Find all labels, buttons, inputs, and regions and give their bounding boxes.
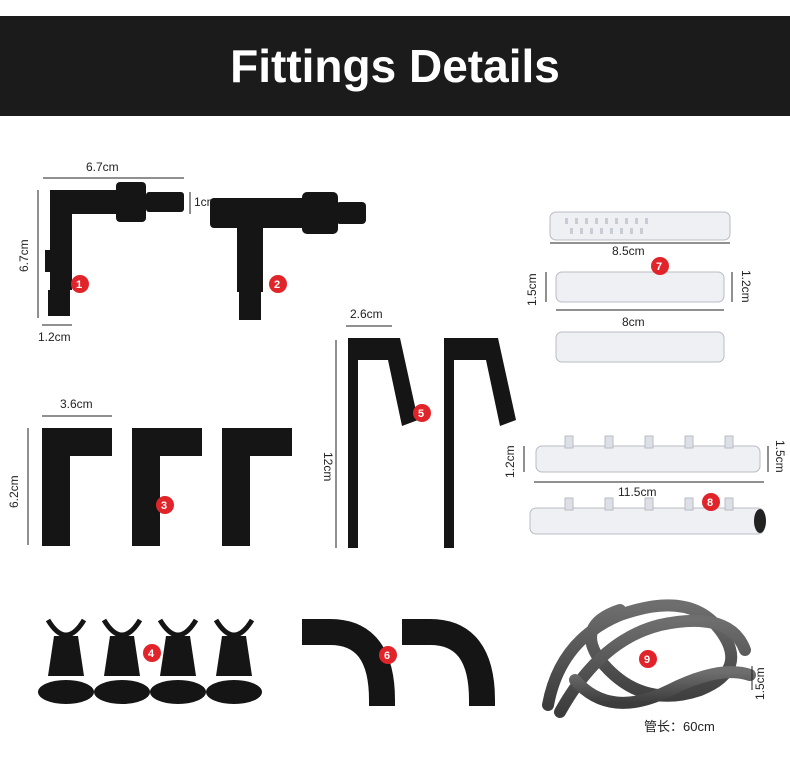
dim-label: 6.2cm (7, 475, 21, 508)
dim-label: 2.6cm (350, 307, 383, 321)
part-5-hangers (348, 338, 516, 548)
hose-length-label: 管长：60cm (644, 719, 715, 734)
svg-text:2: 2 (274, 279, 280, 291)
dim-label: 8cm (622, 315, 645, 329)
badge-5: 5 (413, 404, 431, 422)
page-title: Fittings Details (230, 40, 560, 92)
svg-text:5: 5 (418, 408, 424, 420)
dim-label: 1.2cm (503, 445, 517, 478)
badge-8: 8 (702, 493, 720, 511)
part-6-bent-pipes (302, 619, 495, 706)
dim-label: 1.2cm (739, 270, 753, 303)
part-4-suction-clips (38, 618, 262, 704)
svg-text:8: 8 (707, 497, 713, 509)
dim-label: 6.7cm (17, 239, 31, 272)
dim-label: 1.5cm (525, 273, 539, 306)
dim-label: 1.5cm (753, 667, 767, 700)
part-3-elbows (42, 428, 292, 546)
dim-label: 6.7cm (86, 160, 119, 174)
svg-text:3: 3 (161, 500, 167, 512)
svg-text:9: 9 (644, 654, 650, 666)
badge-6: 6 (379, 646, 397, 664)
part-7-tubes (549, 211, 731, 363)
header-banner: Fittings Details (0, 16, 790, 116)
part-2-t-fitting (210, 192, 366, 320)
dim-label: 8.5cm (612, 244, 645, 258)
dim-label: 11.5cm (618, 485, 656, 499)
badge-7: 7 (651, 257, 669, 275)
dim-label: 1.5cm (773, 440, 787, 473)
svg-text:6: 6 (384, 650, 390, 662)
badge-9: 9 (639, 650, 657, 668)
badge-1: 1 (71, 275, 89, 293)
part-8-spray-bars (529, 435, 766, 535)
dim-label: 3.6cm (60, 397, 93, 411)
svg-text:4: 4 (148, 648, 155, 660)
badge-2: 2 (269, 275, 287, 293)
dim-label: 12cm (321, 452, 335, 481)
svg-text:1: 1 (76, 279, 82, 291)
badge-3: 3 (156, 496, 174, 514)
badge-4: 4 (143, 644, 161, 662)
part-1-elbow (45, 182, 184, 316)
part-9-hose (542, 599, 756, 718)
dim-label: 1.2cm (38, 330, 71, 344)
svg-text:7: 7 (656, 261, 662, 273)
